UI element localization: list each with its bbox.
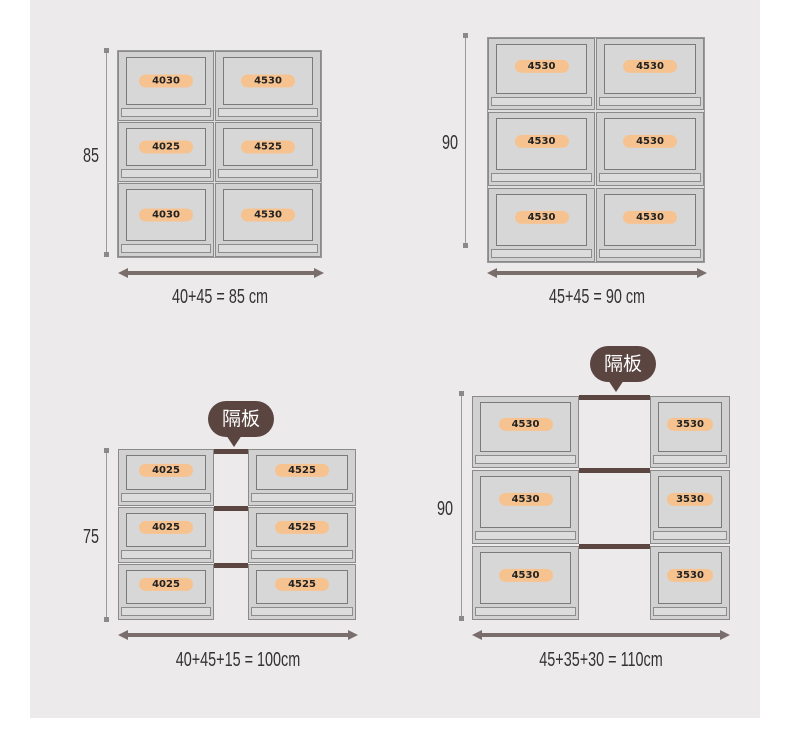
width-formula: 40+45+15 = 100cm	[175, 649, 301, 671]
height-label: 90	[442, 132, 459, 154]
height-dimension-line	[463, 33, 468, 248]
drawer: 4530	[596, 188, 704, 262]
width-formula: 45+35+30 = 110cm	[539, 649, 663, 671]
drawer-size-tag: 4530	[514, 134, 569, 148]
drawer: 4530	[488, 188, 595, 262]
drawer-size-tag: 4030	[139, 208, 193, 222]
drawer: 3530	[650, 470, 730, 544]
drawer-size-tag: 4530	[623, 210, 677, 224]
drawer: 4530	[472, 396, 579, 468]
drawer: 4030	[118, 51, 214, 121]
divider-callout: 隔板	[590, 346, 656, 392]
drawer: 4025	[118, 564, 214, 620]
drawer-size-tag: 3530	[667, 568, 713, 582]
drawer-size-tag: 4025	[139, 520, 193, 534]
divider-callout: 隔板	[208, 401, 274, 447]
drawer-size-tag: 4525	[241, 140, 295, 154]
drawer: 4530	[488, 38, 595, 110]
width-arrow	[118, 630, 358, 640]
divider-shelf	[214, 449, 248, 454]
drawer-size-tag: 3530	[667, 492, 713, 506]
drawer: 4030	[118, 183, 214, 257]
drawer: 3530	[650, 396, 730, 468]
width-arrow	[487, 268, 707, 278]
drawer-size-tag: 4530	[498, 492, 553, 506]
drawer: 4530	[472, 546, 579, 620]
drawer: 4530	[596, 112, 704, 186]
drawer: 4525	[248, 564, 356, 620]
drawer: 4530	[472, 470, 579, 544]
drawer: 4525	[215, 122, 321, 182]
drawer-size-tag: 4530	[514, 210, 569, 224]
drawer: 4025	[118, 449, 214, 506]
drawer: 4530	[215, 183, 321, 257]
drawer-size-tag: 4530	[514, 59, 569, 73]
drawer: 4530	[596, 38, 704, 110]
drawer-size-tag: 4530	[241, 74, 295, 88]
drawer-size-tag: 4525	[275, 577, 329, 591]
divider-shelf	[579, 395, 650, 400]
drawer-size-tag: 4530	[498, 568, 553, 582]
divider-shelf	[579, 544, 650, 549]
drawer-size-tag: 4530	[241, 208, 295, 222]
drawer: 4530	[215, 51, 321, 121]
height-label: 90	[437, 498, 454, 520]
drawer: 4025	[118, 507, 214, 563]
drawer: 4025	[118, 122, 214, 182]
drawer-size-tag: 4530	[623, 59, 677, 73]
divider-shelf	[579, 468, 650, 473]
divider-shelf	[214, 563, 248, 568]
height-dimension-line	[459, 391, 464, 621]
drawer-size-tag: 4025	[139, 577, 193, 591]
drawer-size-tag: 4530	[498, 417, 553, 431]
height-label: 75	[83, 526, 100, 548]
divider-shelf	[214, 506, 248, 511]
drawer-size-tag: 4525	[275, 463, 329, 477]
drawer: 4525	[248, 449, 356, 506]
width-formula: 45+45 = 90 cm	[548, 286, 646, 308]
drawer-size-tag: 4025	[139, 463, 193, 477]
height-label: 85	[83, 145, 100, 167]
drawer: 3530	[650, 546, 730, 620]
width-arrow	[118, 268, 324, 278]
drawer: 4530	[488, 112, 595, 186]
width-formula: 40+45 = 85 cm	[171, 286, 269, 308]
drawer-size-tag: 4530	[623, 134, 677, 148]
drawer-size-tag: 4030	[139, 74, 193, 88]
height-dimension-line	[104, 48, 109, 257]
drawer-size-tag: 4525	[275, 520, 329, 534]
drawer-size-tag: 4025	[139, 140, 193, 154]
drawer-size-tag: 3530	[667, 417, 713, 431]
width-arrow	[472, 630, 730, 640]
height-dimension-line	[104, 448, 109, 622]
drawer: 4525	[248, 507, 356, 563]
